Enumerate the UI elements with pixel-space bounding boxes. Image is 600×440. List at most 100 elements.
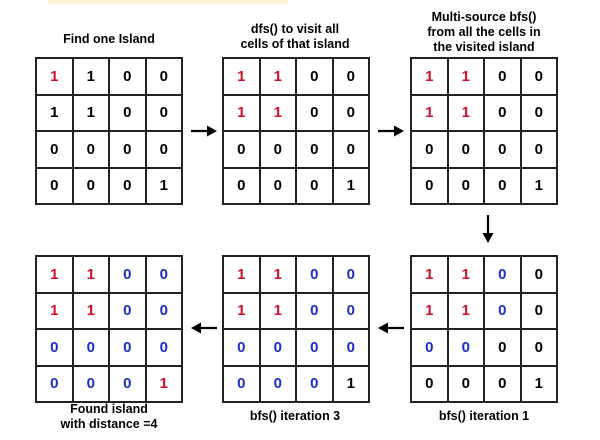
grid-cell: 1 — [411, 292, 448, 329]
grid-cell: 0 — [72, 131, 109, 168]
grid-cell: 1 — [332, 365, 369, 402]
grid-cell: 0 — [332, 94, 369, 131]
grid-cell: 0 — [484, 292, 521, 329]
grid-cell: 0 — [259, 329, 296, 366]
caption-find-island: Find one Island — [63, 32, 155, 46]
grid-cell: 0 — [259, 167, 296, 204]
grid-cell: 0 — [484, 329, 521, 366]
grid-cell: 0 — [223, 131, 260, 168]
grid-cell: 0 — [145, 131, 182, 168]
grid-cell: 1 — [145, 365, 182, 402]
arrow-right-2-icon — [378, 125, 404, 137]
grid-cell: 0 — [332, 329, 369, 366]
grid-cell: 1 — [223, 256, 260, 293]
grid-cell: 0 — [109, 58, 146, 95]
grid-cell: 0 — [411, 131, 448, 168]
grid-cell: 1 — [520, 167, 557, 204]
grid-cell: 1 — [223, 94, 260, 131]
grid-cell: 1 — [447, 292, 484, 329]
grid-cell: 0 — [109, 256, 146, 293]
grid-cell: 0 — [296, 167, 333, 204]
grid-cell: 0 — [296, 94, 333, 131]
grid-cell: 0 — [223, 329, 260, 366]
grid-cell: 0 — [259, 365, 296, 402]
caption-bfs-iteration-3: bfs() iteration 3 — [249, 409, 341, 423]
grid-cell: 0 — [332, 131, 369, 168]
grid-cell: 1 — [259, 58, 296, 95]
grid-cell: 0 — [145, 58, 182, 95]
grid-cell: 0 — [332, 58, 369, 95]
grid-cell: 0 — [484, 58, 521, 95]
arrow-left-2-icon — [191, 322, 217, 334]
grid-cell: 0 — [223, 365, 260, 402]
grid-cell: 0 — [411, 329, 448, 366]
grid-cell: 0 — [296, 131, 333, 168]
grid-cell: 0 — [109, 94, 146, 131]
grid-cell: 0 — [109, 292, 146, 329]
grid-cell: 0 — [259, 131, 296, 168]
grid-cell: 0 — [72, 167, 109, 204]
grid-cell: 1 — [411, 58, 448, 95]
grid-cell: 1 — [259, 256, 296, 293]
caption-bfs-iteration-1: bfs() iteration 1 — [438, 409, 530, 423]
grid-cell: 0 — [332, 256, 369, 293]
grid-cell: 0 — [484, 131, 521, 168]
grid-cell: 0 — [145, 329, 182, 366]
grid-cell: 0 — [36, 329, 73, 366]
grid-cell: 0 — [109, 167, 146, 204]
grid-cell: 1 — [72, 256, 109, 293]
caption-dfs: dfs() to visit all cells of that island — [240, 22, 350, 51]
grid-cell: 1 — [36, 94, 73, 131]
grid-cell: 1 — [72, 292, 109, 329]
grid-cell: 1 — [411, 94, 448, 131]
grid-cell: 1 — [223, 58, 260, 95]
grid-cell: 0 — [411, 365, 448, 402]
grid-cell: 0 — [447, 329, 484, 366]
grid-cell: 0 — [332, 292, 369, 329]
grid-cell: 1 — [223, 292, 260, 329]
grid-cell: 1 — [36, 256, 73, 293]
grid-cell: 0 — [72, 329, 109, 366]
grid-cell: 0 — [296, 365, 333, 402]
grid-cell: 0 — [484, 167, 521, 204]
grid-cell: 0 — [520, 256, 557, 293]
grid-cell: 0 — [145, 94, 182, 131]
grid-cell: 0 — [296, 58, 333, 95]
caption-multi-source-bfs: Multi-source bfs() from all the cells in… — [427, 10, 541, 54]
grid-cell: 1 — [72, 58, 109, 95]
grid-cell: 0 — [411, 167, 448, 204]
grid-cell: 0 — [145, 292, 182, 329]
grid-cell: 0 — [484, 365, 521, 402]
grid-cell: 1 — [72, 94, 109, 131]
grid-cell: 1 — [411, 256, 448, 293]
grid-cell: 0 — [484, 256, 521, 293]
grid-cell: 0 — [520, 329, 557, 366]
grid-cell: 0 — [296, 292, 333, 329]
grid-cell: 1 — [36, 58, 73, 95]
grid-cell: 0 — [520, 292, 557, 329]
grid-cell: 1 — [259, 94, 296, 131]
grid-cell: 0 — [36, 365, 73, 402]
grid-cell: 0 — [447, 167, 484, 204]
grid-cell: 1 — [332, 167, 369, 204]
arrow-down-icon — [482, 215, 494, 243]
grid-cell: 0 — [223, 167, 260, 204]
grid-cell: 1 — [36, 292, 73, 329]
grid-cell: 1 — [259, 292, 296, 329]
grid-cell: 0 — [296, 329, 333, 366]
grid-cell: 0 — [296, 256, 333, 293]
grid-cell: 0 — [447, 131, 484, 168]
grid-cell: 0 — [109, 365, 146, 402]
arrow-left-1-icon — [378, 322, 404, 334]
grid-cell: 0 — [520, 58, 557, 95]
grid-cell: 1 — [447, 58, 484, 95]
grid-cell: 1 — [520, 365, 557, 402]
grid-cell: 0 — [447, 365, 484, 402]
grid-cell: 0 — [72, 365, 109, 402]
grid-cell: 0 — [520, 131, 557, 168]
